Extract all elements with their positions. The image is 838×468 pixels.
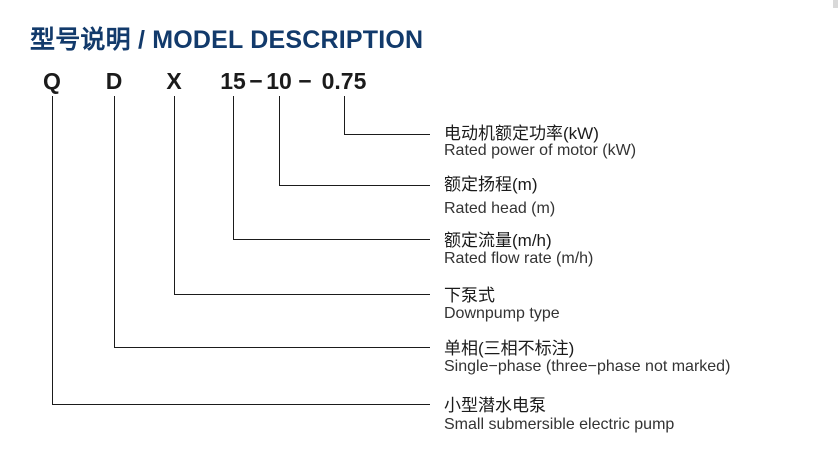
model-code-segment: − xyxy=(298,68,312,94)
model-code-segment: X xyxy=(166,68,182,94)
callout-label-cn: 小型潜水电泵 xyxy=(444,396,546,415)
leader-horizontal xyxy=(233,239,430,240)
callout-label-cn: 电动机额定功率(kW) xyxy=(444,124,599,143)
callout-label-en: Small submersible electric pump xyxy=(444,416,675,433)
leader-vertical xyxy=(344,96,345,134)
leader-vertical xyxy=(174,96,175,294)
leader-vertical xyxy=(114,96,115,347)
model-code-segment: D xyxy=(105,68,123,94)
leader-horizontal xyxy=(279,185,430,186)
page-title: 型号说明 / MODEL DESCRIPTION xyxy=(30,26,424,54)
callout-label-en: Single−phase (three−phase not marked) xyxy=(444,358,731,375)
leader-vertical xyxy=(52,96,53,404)
leader-vertical xyxy=(279,96,280,185)
model-code-segment: 0.75 xyxy=(321,68,367,94)
callout-label-en: Rated power of motor (kW) xyxy=(444,142,637,159)
callout-label-en: Rated flow rate (m/h) xyxy=(444,250,594,267)
callout-label-cn: 单相(三相不标注) xyxy=(444,339,575,358)
callout-label-cn: 下泵式 xyxy=(444,286,495,305)
leader-horizontal xyxy=(344,134,430,135)
leader-horizontal xyxy=(174,294,430,295)
leader-horizontal xyxy=(52,404,430,405)
model-code-segment: 15 xyxy=(220,68,246,94)
top-right-edge-mark xyxy=(833,0,838,8)
leader-horizontal xyxy=(114,347,430,348)
model-code-segment: 10 xyxy=(266,68,292,94)
leader-vertical xyxy=(233,96,234,239)
model-code-segment: − xyxy=(249,68,263,94)
callout-label-cn: 额定扬程(m) xyxy=(444,175,538,194)
callout-label-en: Downpump type xyxy=(444,305,560,322)
callout-label-en: Rated head (m) xyxy=(444,200,556,217)
callout-label-cn: 额定流量(m/h) xyxy=(444,231,552,250)
model-code-segment: Q xyxy=(43,68,61,94)
